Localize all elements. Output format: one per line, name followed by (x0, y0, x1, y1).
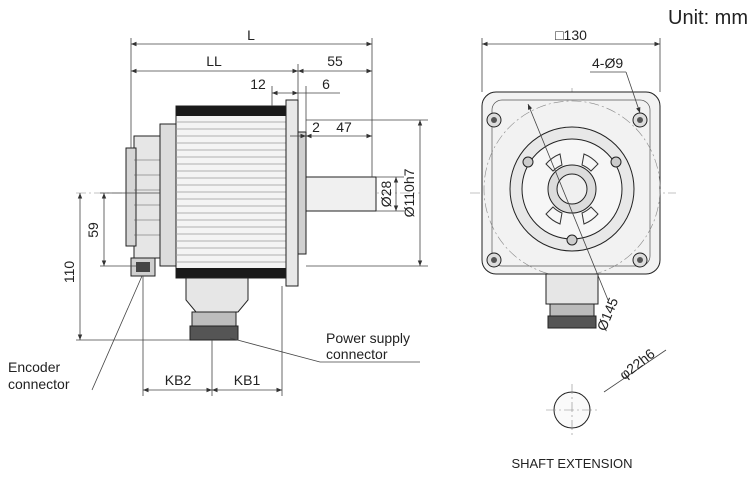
side-view: L LL 55 12 6 2 47 Ø28 Ø110h7 (8, 27, 428, 396)
output-shaft (305, 176, 377, 212)
dim-d28: Ø28 (378, 181, 394, 208)
power-connector-label-1: Power supply (326, 330, 410, 346)
front-shaft (556, 173, 588, 205)
dim-LL: LL (206, 53, 222, 69)
dim-shaft-dia: φ22h6 (616, 345, 658, 383)
motor-housing (159, 99, 307, 287)
dim-holes: 4-Ø9 (592, 55, 623, 71)
dim-110: 110 (61, 261, 77, 284)
dim-d110h7: Ø110h7 (401, 168, 417, 217)
dim-6: 6 (322, 76, 330, 92)
dim-KB2: KB2 (165, 372, 192, 388)
front-view: □130 4-Ø9 Ø145 φ22h6 SHAFT EXTENSION (470, 27, 676, 471)
encoder-connector-label-1: Encoder (8, 359, 60, 375)
power-connector-label-2: connector (326, 346, 388, 362)
encoder-cover (125, 135, 161, 277)
ring-slots (545, 153, 599, 225)
dim-55: 55 (327, 53, 343, 69)
dim-KB1: KB1 (234, 372, 261, 388)
dim-L: L (247, 27, 255, 43)
dim-sq130: □130 (555, 27, 587, 43)
encoder-connector-label-2: connector (8, 376, 70, 392)
shaft-extension-label: SHAFT EXTENSION (511, 456, 632, 471)
power-connector (185, 277, 249, 341)
dim-47: 47 (336, 119, 352, 135)
units-label: Unit: mm (668, 7, 748, 29)
dim-59: 59 (85, 222, 101, 238)
dim-12: 12 (250, 76, 266, 92)
shaft-extension (546, 384, 598, 436)
dim-2: 2 (312, 119, 320, 135)
